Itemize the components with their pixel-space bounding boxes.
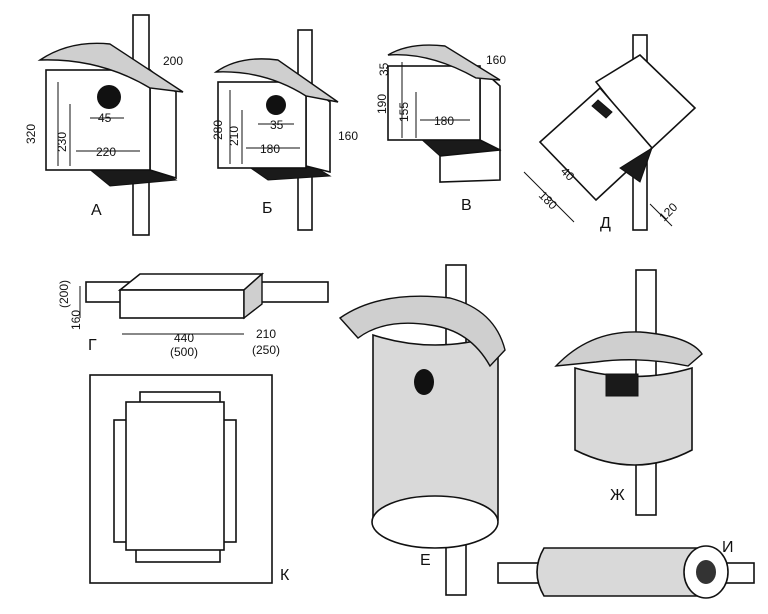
figure-b-roof <box>213 58 339 103</box>
figure-b-dim-depth: 160 <box>338 129 358 143</box>
figure-b: 280 210 35 180 160 Б <box>211 29 358 231</box>
figure-d-dim-width: 180 <box>536 188 560 212</box>
figure-g-dim-depth-alt: (250) <box>252 343 280 357</box>
figure-b-dim-width: 180 <box>260 142 280 156</box>
figure-a: 200 320 230 45 220 А <box>24 14 184 236</box>
figure-d-shadow <box>619 146 653 183</box>
figure-b-dim-inner-height: 210 <box>227 126 241 146</box>
figure-a-dim-hole: 45 <box>98 111 112 125</box>
figure-v-label: В <box>461 197 472 214</box>
figure-g: (200) 160 440 (500) 210 (250) Г <box>57 272 329 359</box>
figure-b-dim-hole: 35 <box>270 118 284 132</box>
figure-g-box-side <box>243 272 263 320</box>
figure-a-dim-width: 220 <box>96 145 116 159</box>
figure-k: К <box>89 374 290 584</box>
figure-a-dim-top: 200 <box>163 54 183 68</box>
figure-g-dim-depth: 210 <box>256 327 276 341</box>
figure-g-box-front <box>119 289 245 319</box>
figure-i: И <box>497 539 755 599</box>
figure-g-dim-length-alt: (500) <box>170 345 198 359</box>
figure-e: Е <box>338 264 506 596</box>
figure-v-dim-inner-height: 155 <box>397 102 411 122</box>
figure-e-label: Е <box>420 552 431 569</box>
figure-a-dim-inner-height: 230 <box>55 132 69 152</box>
figure-v-front <box>387 65 481 141</box>
figure-zh-label: Ж <box>610 487 625 504</box>
figure-a-entrance-hole <box>97 85 121 109</box>
figure-d-dim-depth: 120 <box>656 200 680 224</box>
figure-k-label: К <box>280 567 290 584</box>
figure-g-dim-length: 440 <box>174 331 194 345</box>
figure-g-box-top <box>117 273 265 291</box>
figure-d: 40 180 120 Д <box>523 34 697 232</box>
figure-b-label: Б <box>262 200 273 217</box>
dim-line <box>523 171 575 223</box>
figure-a-label: А <box>91 202 102 219</box>
figure-b-entrance-hole <box>266 95 286 115</box>
figure-zh: Ж <box>554 269 703 516</box>
figure-k-box <box>125 401 225 551</box>
figure-e-roof <box>338 295 506 368</box>
figure-d-dark <box>591 99 613 119</box>
figure-v-dim-top: 35 <box>377 62 391 76</box>
figure-v-dim-width: 180 <box>434 114 454 128</box>
figure-g-label: Г <box>88 337 97 354</box>
figure-v-dim-depth: 160 <box>486 53 506 67</box>
figure-a-front <box>45 69 151 171</box>
figure-d-label: Д <box>600 215 611 232</box>
figure-b-dim-height: 280 <box>211 120 225 140</box>
figure-b-front <box>217 81 307 169</box>
figure-zh-roof <box>554 331 703 367</box>
figure-e-entrance-hole <box>414 369 434 395</box>
figure-zh-entrance-slot <box>605 373 639 397</box>
figure-g-dim-height-alt: (200) <box>57 280 71 308</box>
figure-e-log-end <box>371 495 499 549</box>
figure-v-roof <box>387 44 501 81</box>
figure-v-bottom-panel <box>439 149 501 183</box>
dim-line <box>649 203 673 227</box>
figure-v: 35 160 190 155 180 В <box>375 44 506 214</box>
figure-i-entrance-hole <box>696 560 716 584</box>
figure-i-log-body <box>536 547 707 597</box>
figure-a-dim-height: 320 <box>24 124 38 144</box>
figure-i-label: И <box>722 539 734 556</box>
figure-a-roof <box>37 42 184 93</box>
figure-v-dim-height: 190 <box>375 94 389 114</box>
figure-g-dim-height: 160 <box>69 310 83 330</box>
